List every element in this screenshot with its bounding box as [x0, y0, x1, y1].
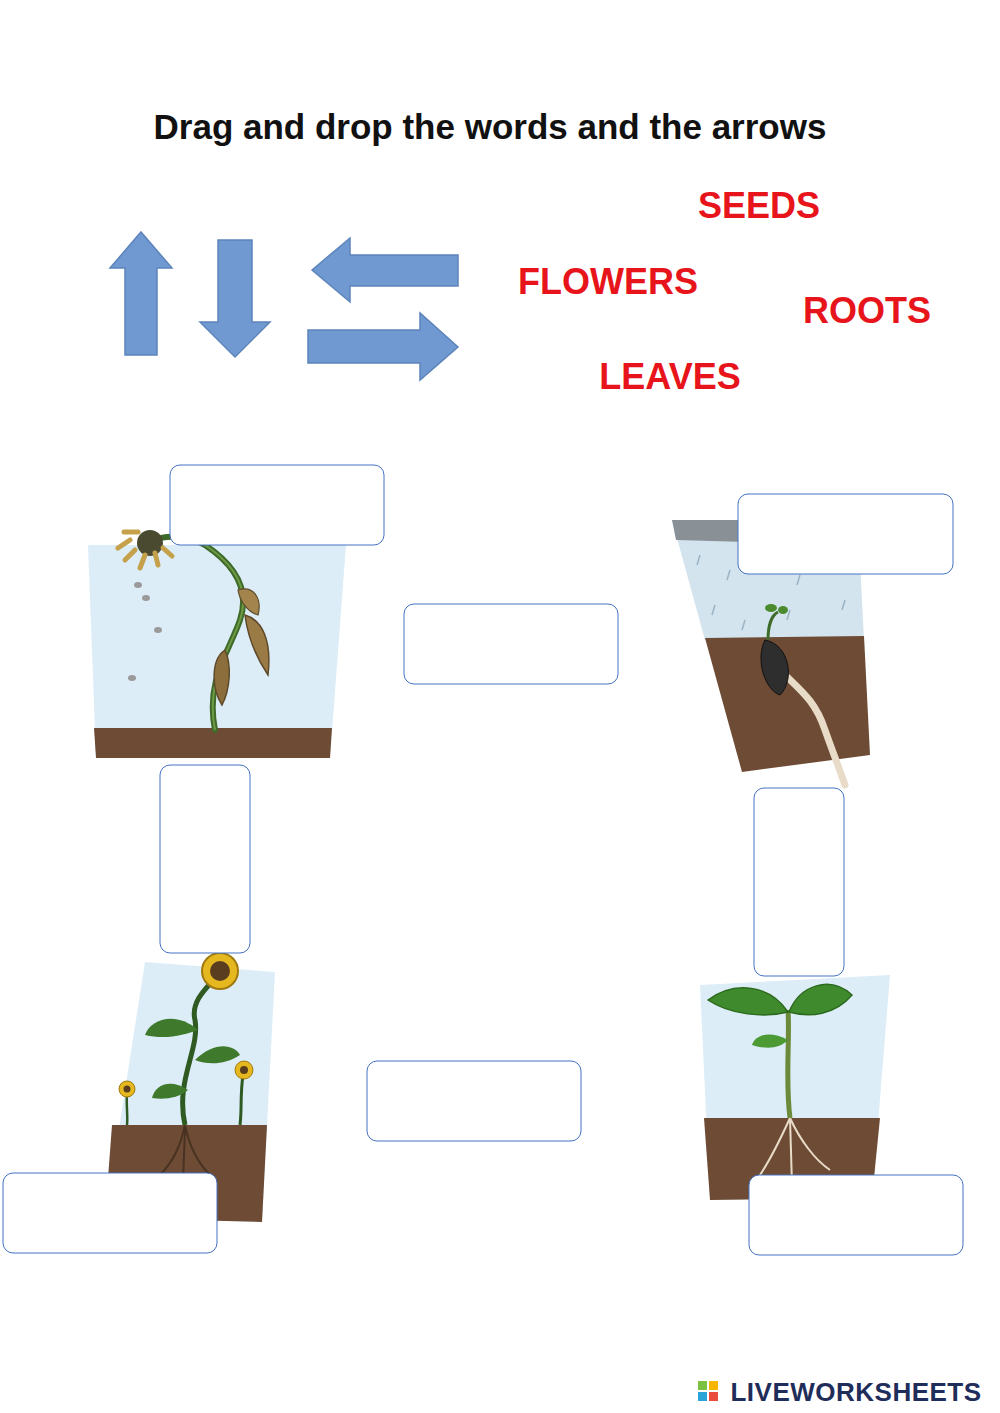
leaf: [789, 984, 852, 1014]
dying-plant-panel: [88, 530, 346, 758]
down-arrow: [200, 240, 270, 357]
leaf: [152, 1084, 188, 1099]
soil: [705, 636, 870, 772]
dead-flower-head: [118, 530, 172, 568]
falling-seeds: [128, 582, 162, 681]
seed: [761, 640, 788, 695]
word-card: LEAVES: [599, 357, 740, 397]
up-arrow: [110, 232, 172, 355]
sprout: [768, 612, 778, 640]
leaf: [195, 1046, 240, 1063]
word-card: FLOWERS: [518, 262, 698, 302]
leaf: [752, 1035, 788, 1048]
root: [780, 670, 845, 785]
small-stem: [240, 1075, 243, 1125]
drop-box: [404, 604, 618, 684]
leaf: [708, 988, 788, 1015]
drop-box: [170, 465, 384, 545]
drop-box: [738, 494, 953, 574]
sunflower: [202, 953, 238, 989]
small-sunflower: [119, 1081, 135, 1097]
word-card: ROOTS: [803, 291, 931, 331]
logo-icon: [698, 1381, 718, 1401]
sprout-leaf: [765, 604, 777, 612]
seedling-panel: [700, 975, 890, 1200]
small-sunflower-centre: [124, 1086, 131, 1093]
stem-highlight: [205, 545, 243, 730]
wilted-leaf: [214, 650, 229, 705]
small-sunflower-centre: [240, 1066, 248, 1074]
roots: [160, 1125, 210, 1180]
small-sunflower: [235, 1061, 253, 1079]
leaf: [145, 1019, 198, 1037]
wilted-leaf: [245, 615, 269, 675]
left-arrow: [312, 238, 458, 302]
word-card: SEEDS: [698, 186, 820, 226]
sky: [700, 975, 890, 1200]
drop-box: [749, 1175, 963, 1255]
right-arrow: [308, 313, 458, 380]
small-stem: [125, 1093, 128, 1125]
wilted-leaf: [238, 589, 259, 615]
worksheet-title: Drag and drop the words and the arrows: [154, 108, 827, 147]
drop-box: [160, 765, 250, 953]
stem: [155, 537, 243, 730]
drop-box: [367, 1061, 581, 1141]
stem: [788, 1010, 790, 1118]
sprout-leaf: [778, 606, 788, 614]
drop-box: [754, 788, 844, 976]
soil: [94, 728, 332, 758]
watermark: LIVEWORKSHEETS: [730, 1378, 981, 1407]
drop-box: [3, 1173, 217, 1253]
